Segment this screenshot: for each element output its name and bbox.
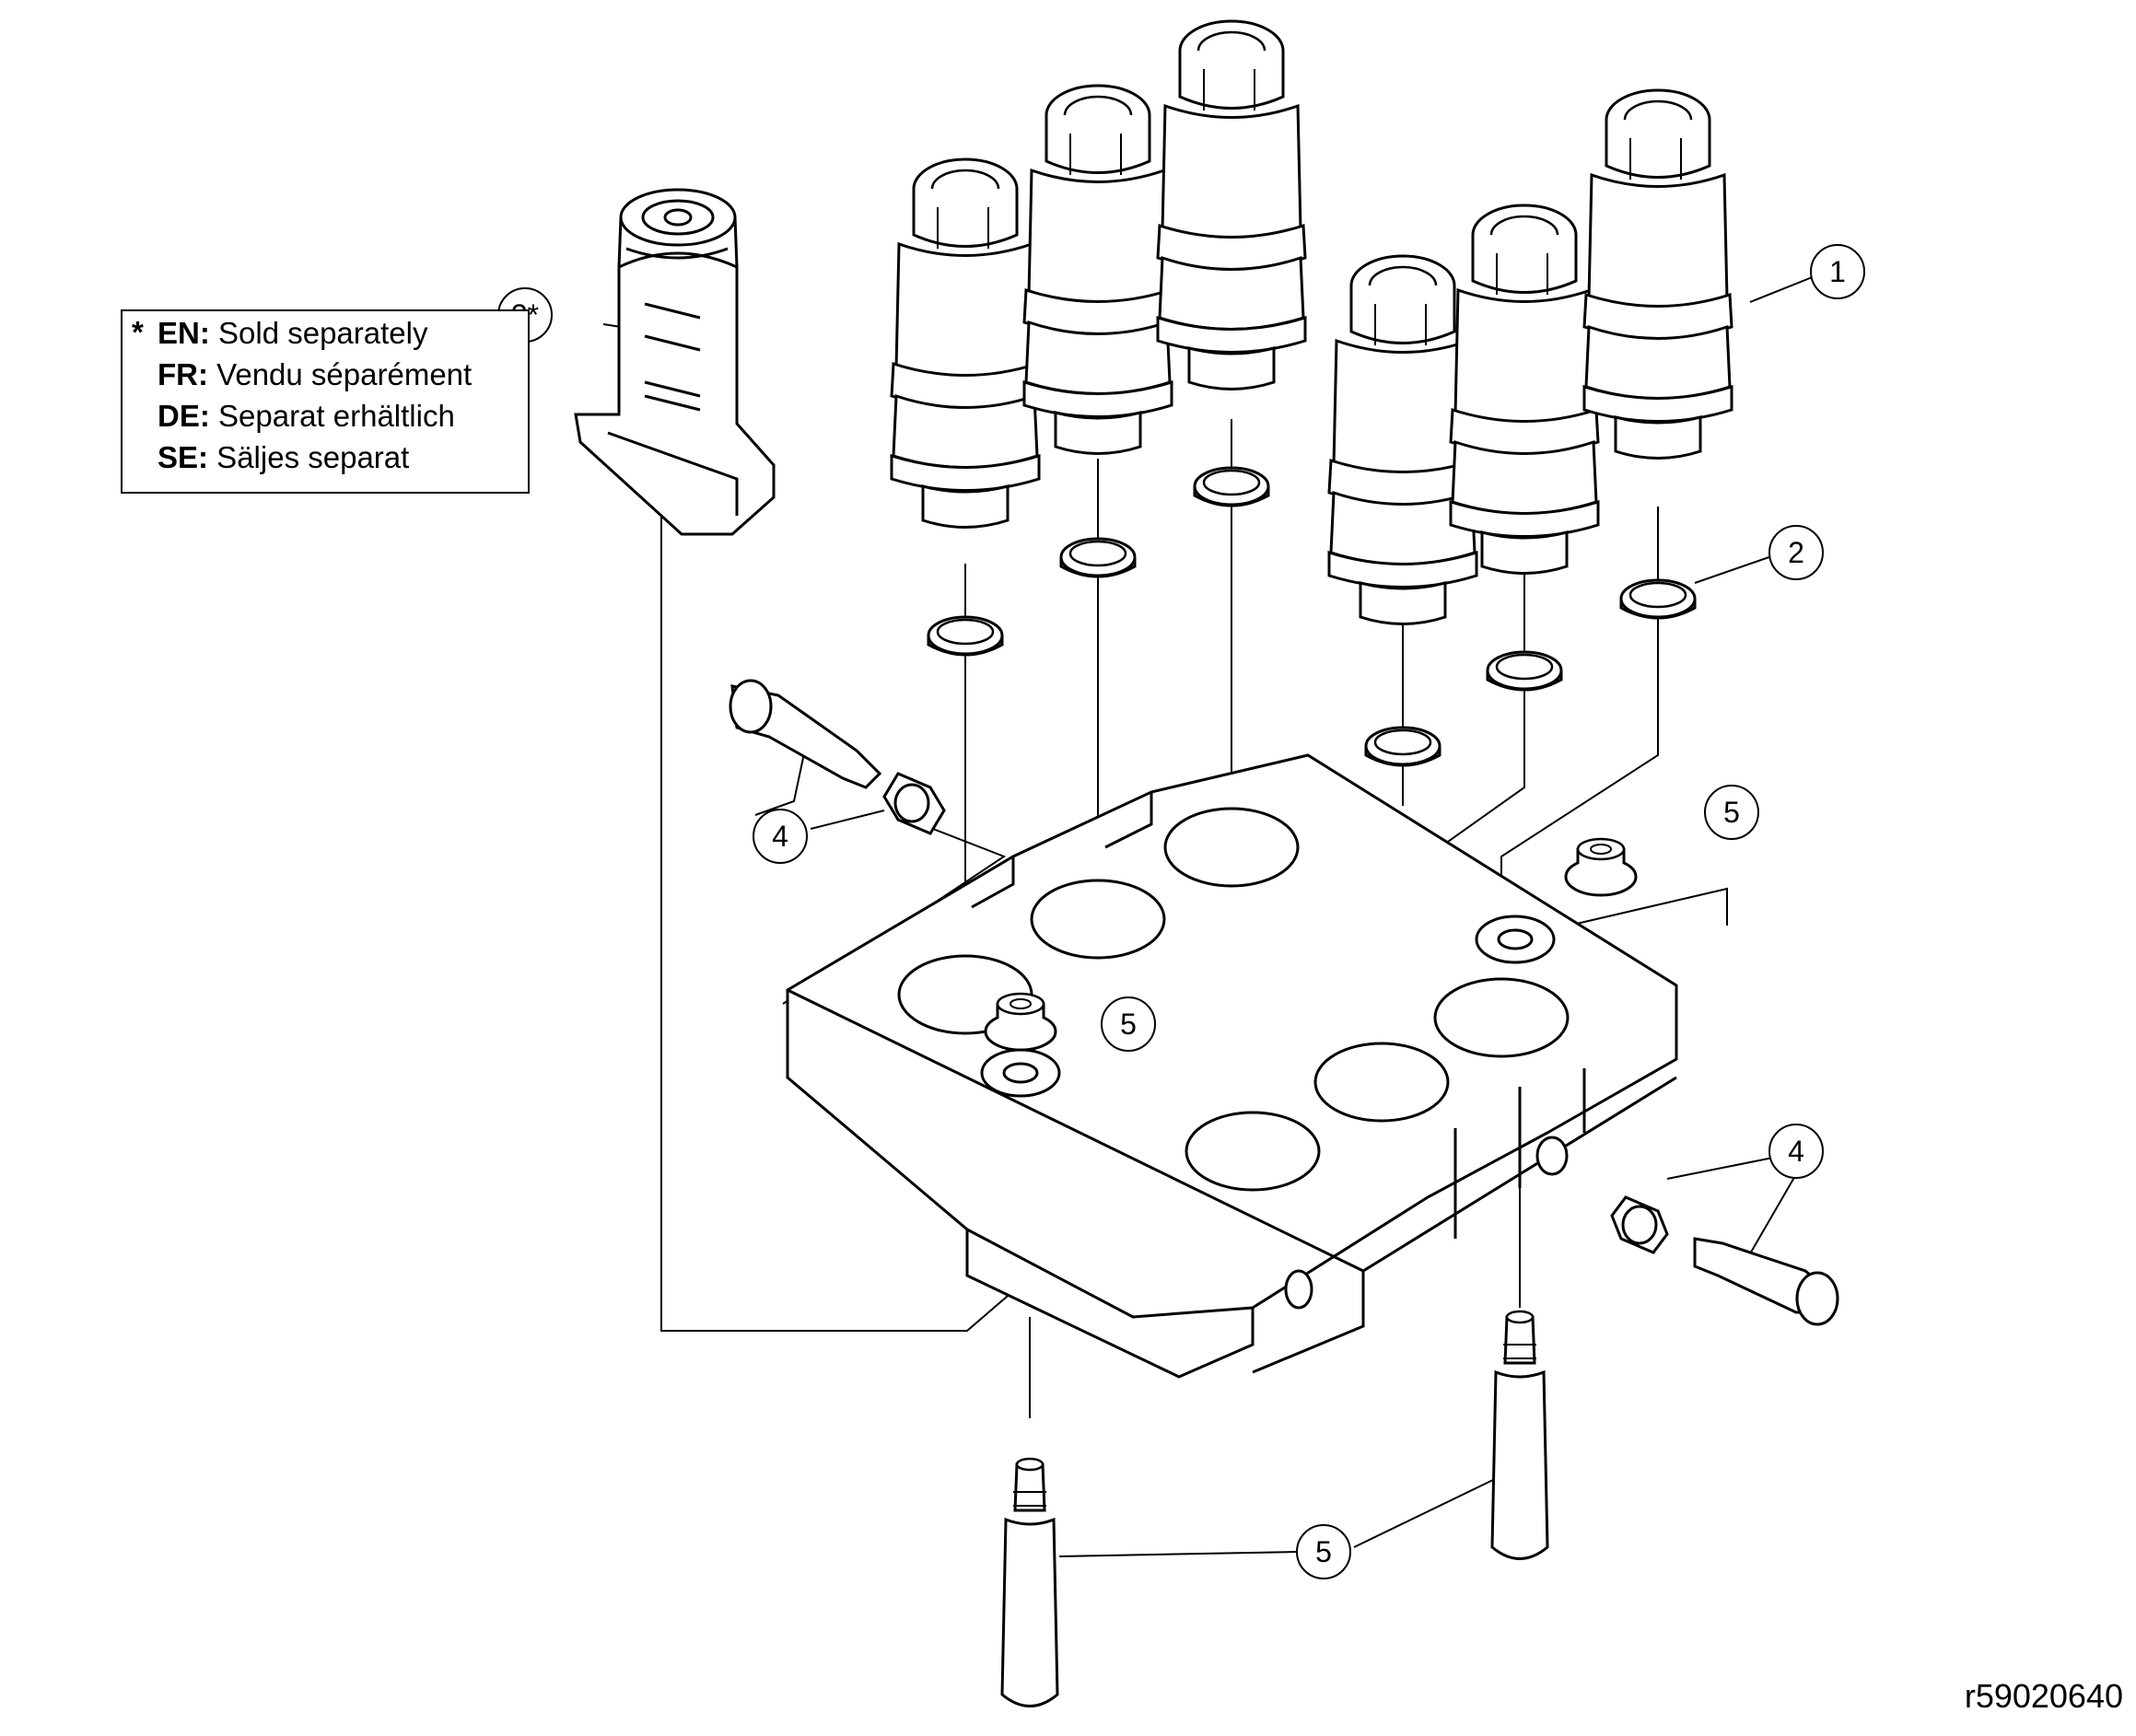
- callout-4-left: 4: [753, 809, 808, 864]
- callout-4-right: 4: [1768, 1124, 1824, 1179]
- connector-part: [574, 188, 776, 536]
- callout-5-right-top: 5: [1704, 785, 1759, 840]
- sold-separately-note: * EN: Sold separately FR: Vendu séparéme…: [121, 309, 530, 494]
- pins: [1000, 1310, 1549, 1707]
- note-line-fr: FR: Vendu séparément: [158, 357, 473, 391]
- port-holes: [897, 807, 1570, 1310]
- svg-text:5: 5: [1723, 796, 1740, 829]
- callouts: 1 2 3* 4 4 5 5 5: [497, 244, 1865, 1579]
- manifold-block: [786, 753, 1678, 1379]
- svg-text:4: 4: [772, 820, 788, 853]
- callout-5-bottom: 5: [1296, 1524, 1351, 1579]
- bolts: [729, 679, 1839, 1326]
- valve-assembly: [890, 19, 1733, 625]
- note-asterisk: *: [132, 315, 144, 349]
- callout-5-middle: 5: [1101, 996, 1156, 1052]
- svg-text:4: 4: [1788, 1135, 1804, 1168]
- svg-text:5: 5: [1315, 1535, 1332, 1568]
- note-line-se: SE: Säljes separat: [158, 440, 410, 474]
- note-line-en: EN: Sold separately: [158, 316, 428, 350]
- callout-2: 2: [1768, 525, 1824, 580]
- svg-text:1: 1: [1829, 255, 1846, 288]
- figure-id: r59020640: [1964, 1677, 2123, 1715]
- svg-text:5: 5: [1120, 1008, 1137, 1041]
- svg-text:2: 2: [1788, 536, 1804, 569]
- note-line-de: DE: Separat erhältlich: [158, 399, 455, 433]
- callout-1: 1: [1810, 244, 1865, 299]
